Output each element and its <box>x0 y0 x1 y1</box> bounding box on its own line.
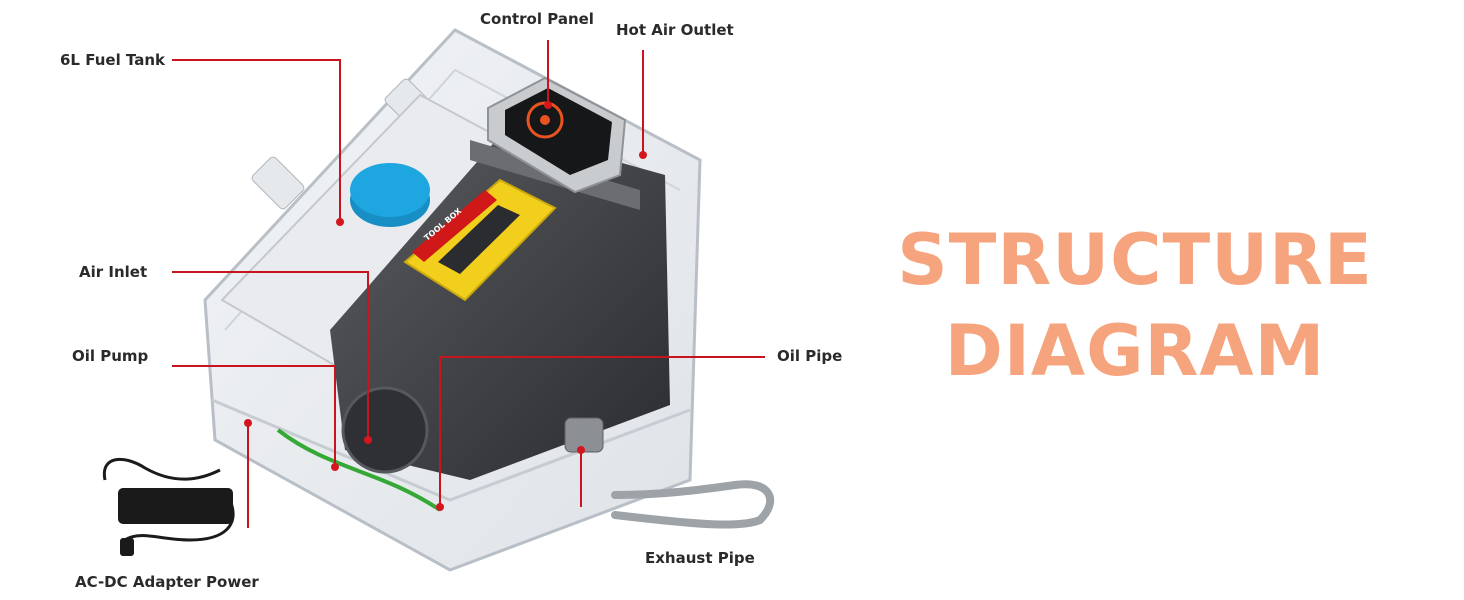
leader-lines <box>172 40 765 528</box>
exhaust-pipe-hose <box>611 480 775 529</box>
leader-fuel-tank <box>172 59 341 222</box>
ac-dc-adapter <box>102 457 235 556</box>
label-oil-pump: Oil Pump <box>72 347 149 365</box>
label-air-inlet: Air Inlet <box>79 263 148 281</box>
fuel-line <box>276 428 442 512</box>
fuel-cap <box>350 163 430 227</box>
label-adapter-power: AC-DC Adapter Power <box>75 573 259 591</box>
heading-line-1: STRUCTURE <box>897 219 1373 301</box>
label-hot-air-outlet: Hot Air Outlet <box>616 21 734 39</box>
label-exhaust-pipe: Exhaust Pipe <box>645 549 755 567</box>
control-panel-device <box>487 76 627 194</box>
leader-air-inlet <box>172 271 369 440</box>
leader-oil-pump <box>172 365 336 467</box>
heading-line-2: DIAGRAM <box>944 310 1326 392</box>
exhaust-stub <box>564 417 604 453</box>
label-fuel-tank: 6L Fuel Tank <box>60 51 166 69</box>
tool-box-handle <box>403 178 557 302</box>
leader-oil-pipe <box>439 356 765 507</box>
label-oil-pipe: Oil Pipe <box>777 347 843 365</box>
label-control-panel: Control Panel <box>480 10 594 28</box>
leader-dots <box>244 101 647 511</box>
